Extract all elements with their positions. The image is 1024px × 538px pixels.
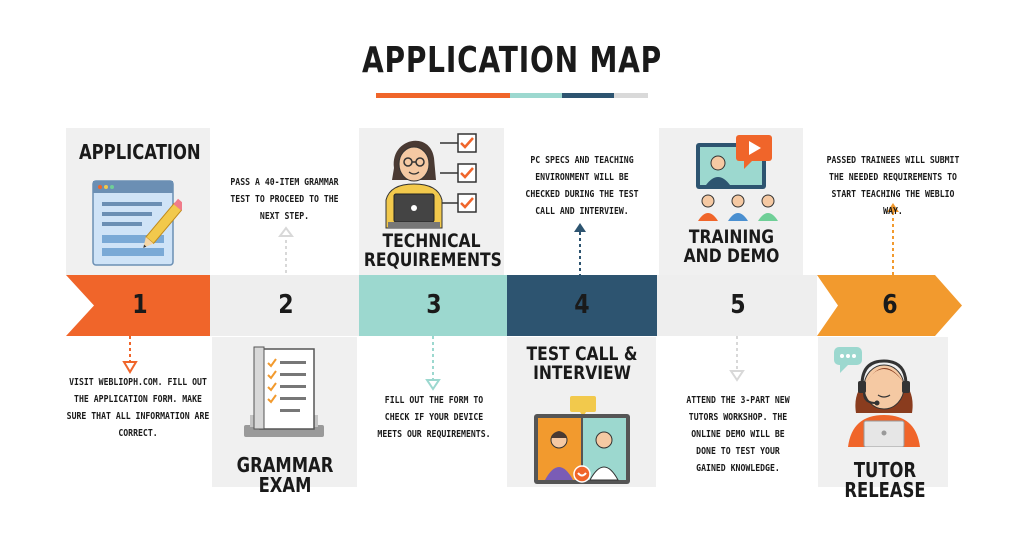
step-3-heading: TECHNICAL REQUIREMENTS — [363, 230, 502, 272]
step-6-heading: TUTOR RELEASE — [844, 458, 926, 503]
timeline-segment-1 — [66, 275, 210, 336]
page-title: APPLICATION MAP — [361, 40, 663, 81]
connector-2-arrow — [278, 226, 294, 237]
step-2-number: 2 — [278, 290, 294, 320]
step-4-description: PC SPECS AND TEACHING ENVIRONMENT WILL B… — [525, 155, 639, 217]
step-3-number: 3 — [426, 290, 442, 320]
timeline-segment-3 — [359, 275, 507, 336]
step-4-number: 4 — [574, 290, 590, 320]
tutor-headset-icon — [834, 347, 920, 447]
connector-6-arrow — [887, 203, 899, 212]
browser-form-icon — [92, 180, 182, 266]
step-1-description: VISIT WEBLIOPH.COM. FILL OUT THE APPLICA… — [66, 377, 210, 439]
person-laptop-checklist-icon — [385, 133, 477, 229]
step-5-heading: TRAINING AND DEMO — [683, 226, 780, 268]
connector-4-arrow — [574, 223, 586, 232]
connector-3-arrow — [425, 379, 441, 391]
step-2-description: PASS A 40-ITEM GRAMMAR TEST TO PROCEED T… — [230, 177, 339, 222]
step-5-number: 5 — [730, 290, 746, 320]
timeline-segment-4 — [507, 275, 657, 336]
step-2-heading: GRAMMAR EXAM — [236, 453, 334, 498]
title-underline-gray — [614, 93, 648, 98]
step-6-number: 6 — [882, 290, 898, 320]
title-underline-teal — [510, 93, 562, 98]
timeline-segment-6 — [817, 275, 962, 336]
title-underline-navy — [562, 93, 614, 98]
step-5-description: ATTEND THE 3-PART NEW TUTORS WORKSHOP. T… — [686, 395, 790, 474]
timeline-segment-5 — [657, 275, 817, 336]
step-3-description: FILL OUT THE FORM TO CHECK IF YOUR DEVIC… — [377, 395, 491, 440]
step-6-description: PASSED TRAINEES WILL SUBMIT THE NEEDED R… — [826, 155, 960, 217]
video-call-icon — [534, 396, 630, 484]
step-4-heading: TEST CALL & INTERVIEW — [526, 343, 638, 385]
exam-checklist-icon — [244, 346, 324, 437]
timeline-segment-2 — [210, 275, 359, 336]
connector-5-arrow — [729, 370, 745, 382]
connector-1-arrow — [122, 361, 138, 374]
title-underline-orange — [376, 93, 510, 98]
video-training-icon — [696, 135, 778, 221]
step-1-heading: APPLICATION — [78, 140, 201, 164]
step-1-number: 1 — [132, 290, 148, 320]
